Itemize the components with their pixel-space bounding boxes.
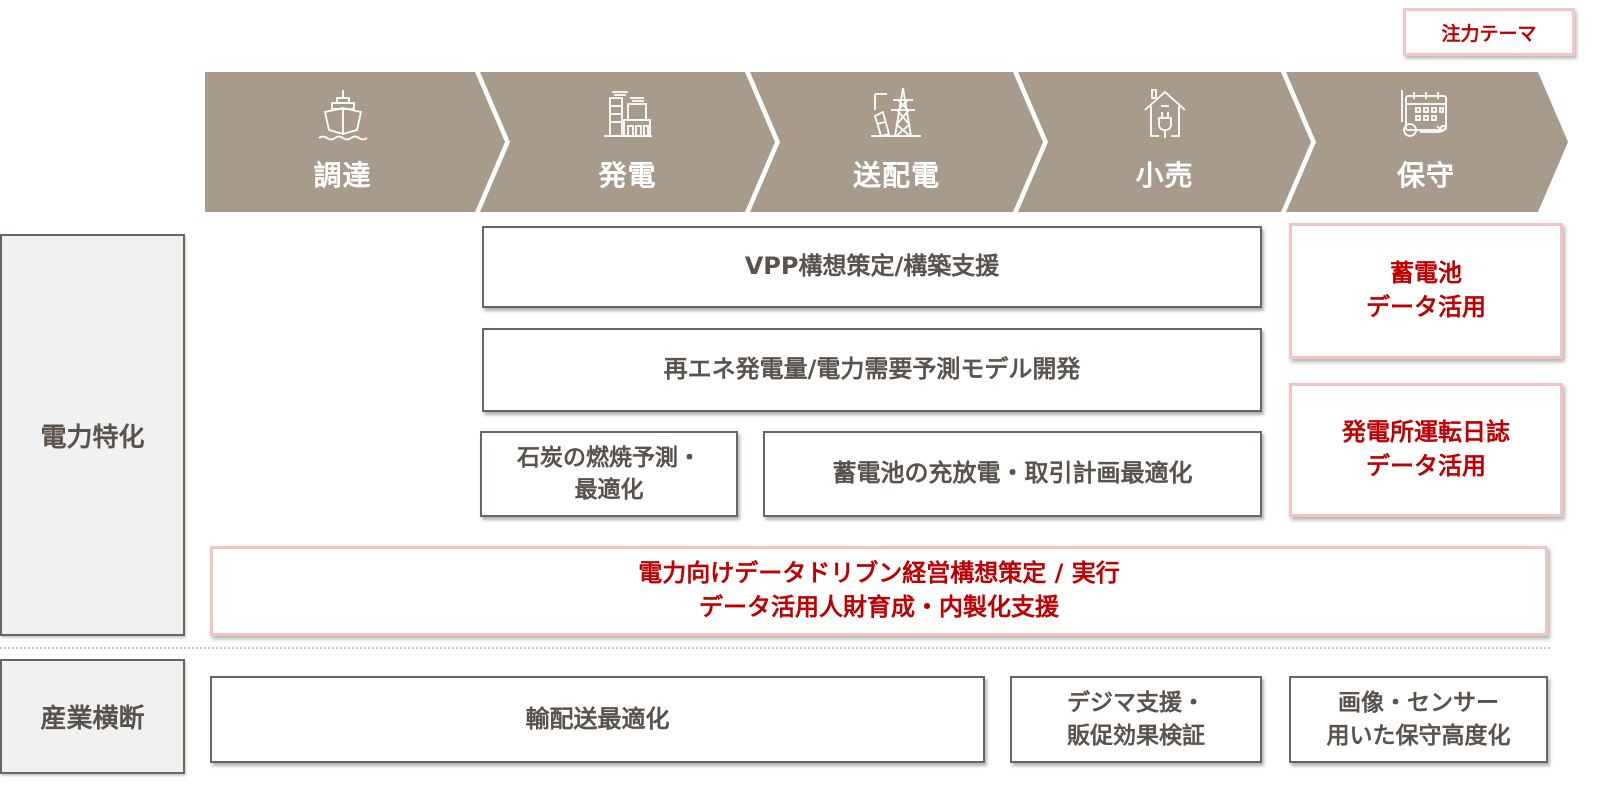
legend-label: 注力テーマ — [1441, 22, 1537, 45]
category-label: 電力特化 — [40, 422, 145, 453]
stage-label: 発電 — [598, 159, 657, 192]
focus-theme-legend: 注力テーマ — [1403, 8, 1575, 56]
theme-logistics: 輸配送最適化 — [210, 676, 985, 763]
theme-label-line1: 画像・センサー — [1338, 690, 1499, 717]
theme-label: 輸配送最適化 — [525, 704, 670, 733]
power-plant-icon — [603, 91, 652, 137]
stage-label: 保守 — [1396, 159, 1455, 192]
stage-label: 小売 — [1135, 159, 1194, 192]
theme-label-line2: 最適化 — [574, 477, 644, 503]
theme-label-line1: 石炭の燃焼予測・ — [517, 444, 701, 471]
stage-label: 調達 — [313, 159, 372, 192]
stage-retail: 小売 — [1043, 72, 1286, 212]
theme-vpp: VPP構想策定/構築支援 — [482, 226, 1262, 308]
theme-label: 再エネ発電量/電力需要予測モデル開発 — [663, 355, 1081, 384]
stage-procurement: 調達 — [205, 72, 480, 212]
theme-label-line2: 販促効果検証 — [1067, 722, 1205, 749]
stage-maintenance: 保守 — [1311, 72, 1541, 212]
theme-label-line1: 発電所運転日誌 — [1342, 418, 1510, 447]
theme-image-sensor: 画像・センサー 用いた保守高度化 — [1289, 676, 1548, 763]
section-divider — [0, 647, 1550, 649]
category-label: 産業横断 — [40, 704, 145, 734]
theme-label-line2: データ活用 — [1366, 293, 1486, 321]
theme-label-line1: デジマ支援・ — [1067, 690, 1205, 717]
theme-battery-trading: 蓄電池の充放電・取引計画最適化 — [763, 431, 1262, 517]
theme-label-line2: データ活用 — [1366, 452, 1486, 480]
category-power-specific: 電力特化 — [0, 234, 185, 636]
stage-label: 送配電 — [852, 159, 940, 192]
theme-label-line1: 蓄電池 — [1390, 259, 1462, 288]
theme-digital-marketing: デジマ支援・ 販促効果検証 — [1010, 676, 1262, 763]
theme-label: 蓄電池の充放電・取引計画最適化 — [832, 459, 1193, 488]
theme-label-line1: 電力向けデータドリブン経営構想策定 / 実行 — [638, 559, 1120, 588]
theme-coal-combustion: 石炭の燃焼予測・ 最適化 — [480, 431, 738, 517]
theme-label-line2: データ活用人財育成・内製化支援 — [698, 593, 1059, 621]
theme-data-driven-focus: 電力向けデータドリブン経営構想策定 / 実行 データ活用人財育成・内製化支援 — [210, 546, 1548, 636]
chevron-background — [205, 72, 1568, 212]
theme-renewable-forecast: 再エネ発電量/電力需要予測モデル開発 — [482, 328, 1262, 412]
stage-transmission: 送配電 — [775, 72, 1018, 212]
theme-battery-data-focus: 蓄電池 データ活用 — [1289, 223, 1563, 359]
house-plug-icon — [1143, 89, 1186, 138]
transmission-tower-icon — [870, 87, 921, 138]
theme-plant-log-focus: 発電所運転日誌 データ活用 — [1289, 383, 1563, 517]
calendar-maintenance-icon — [1401, 90, 1448, 137]
theme-label: VPP構想策定/構築支援 — [744, 252, 1000, 281]
theme-label-line2: 用いた保守高度化 — [1326, 722, 1511, 749]
stage-generation: 発電 — [505, 72, 750, 212]
ship-icon — [317, 90, 368, 141]
category-cross-industry: 産業横断 — [0, 659, 185, 774]
value-chain: 調達 発電 送配電 — [205, 72, 1600, 212]
